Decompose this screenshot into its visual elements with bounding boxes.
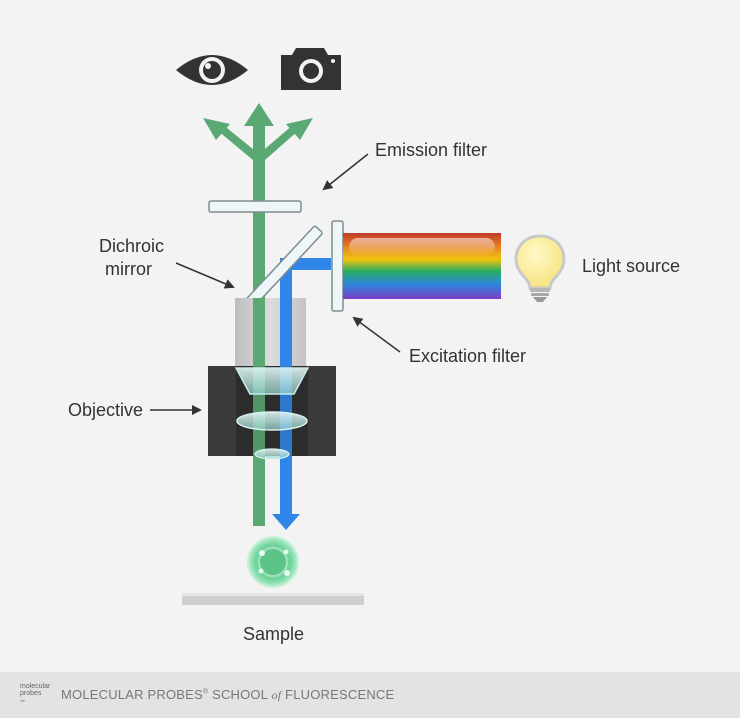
- brand-part1: MOLECULAR PROBES: [61, 687, 203, 702]
- emission-filter-arrow: [322, 153, 369, 191]
- brand-of: of: [271, 688, 282, 702]
- label-emission-filter: Emission filter: [375, 140, 487, 160]
- label-dichroic-line1: Dichroic: [99, 236, 164, 256]
- eye-icon: [176, 55, 248, 85]
- logo-line-molecular: molecular: [20, 683, 51, 690]
- brand-part2: SCHOOL: [208, 687, 272, 702]
- label-light-source: Light source: [582, 256, 680, 276]
- molecular-probes-logo: molecular probes life: [20, 683, 52, 704]
- objective-lens: [208, 366, 336, 460]
- lightbulb-icon: [514, 234, 566, 302]
- emission-filter: [208, 200, 302, 213]
- light-spectrum: [343, 233, 501, 299]
- excitation-filter: [331, 220, 344, 312]
- footer-bar: molecular probes life MOLECULAR PROBES® …: [0, 672, 740, 718]
- label-sample: Sample: [243, 624, 304, 644]
- brand-part3: FLUORESCENCE: [281, 687, 395, 702]
- dichroic-mirror-arrow: [175, 262, 235, 289]
- microscope-tube: [235, 298, 306, 368]
- label-dichroic-line2: mirror: [105, 259, 152, 279]
- camera-icon: [281, 48, 341, 90]
- logo-line-probes: probes: [20, 690, 42, 697]
- label-excitation-filter: Excitation filter: [409, 346, 526, 366]
- sample: [247, 536, 299, 588]
- excitation-filter-arrow: [352, 316, 401, 353]
- footer-brand-text: MOLECULAR PROBES® SCHOOL of FLUORESCENCE: [61, 687, 394, 703]
- logo-line-life: life: [20, 698, 26, 703]
- label-objective: Objective: [68, 400, 143, 420]
- brand-registered: ®: [202, 688, 209, 696]
